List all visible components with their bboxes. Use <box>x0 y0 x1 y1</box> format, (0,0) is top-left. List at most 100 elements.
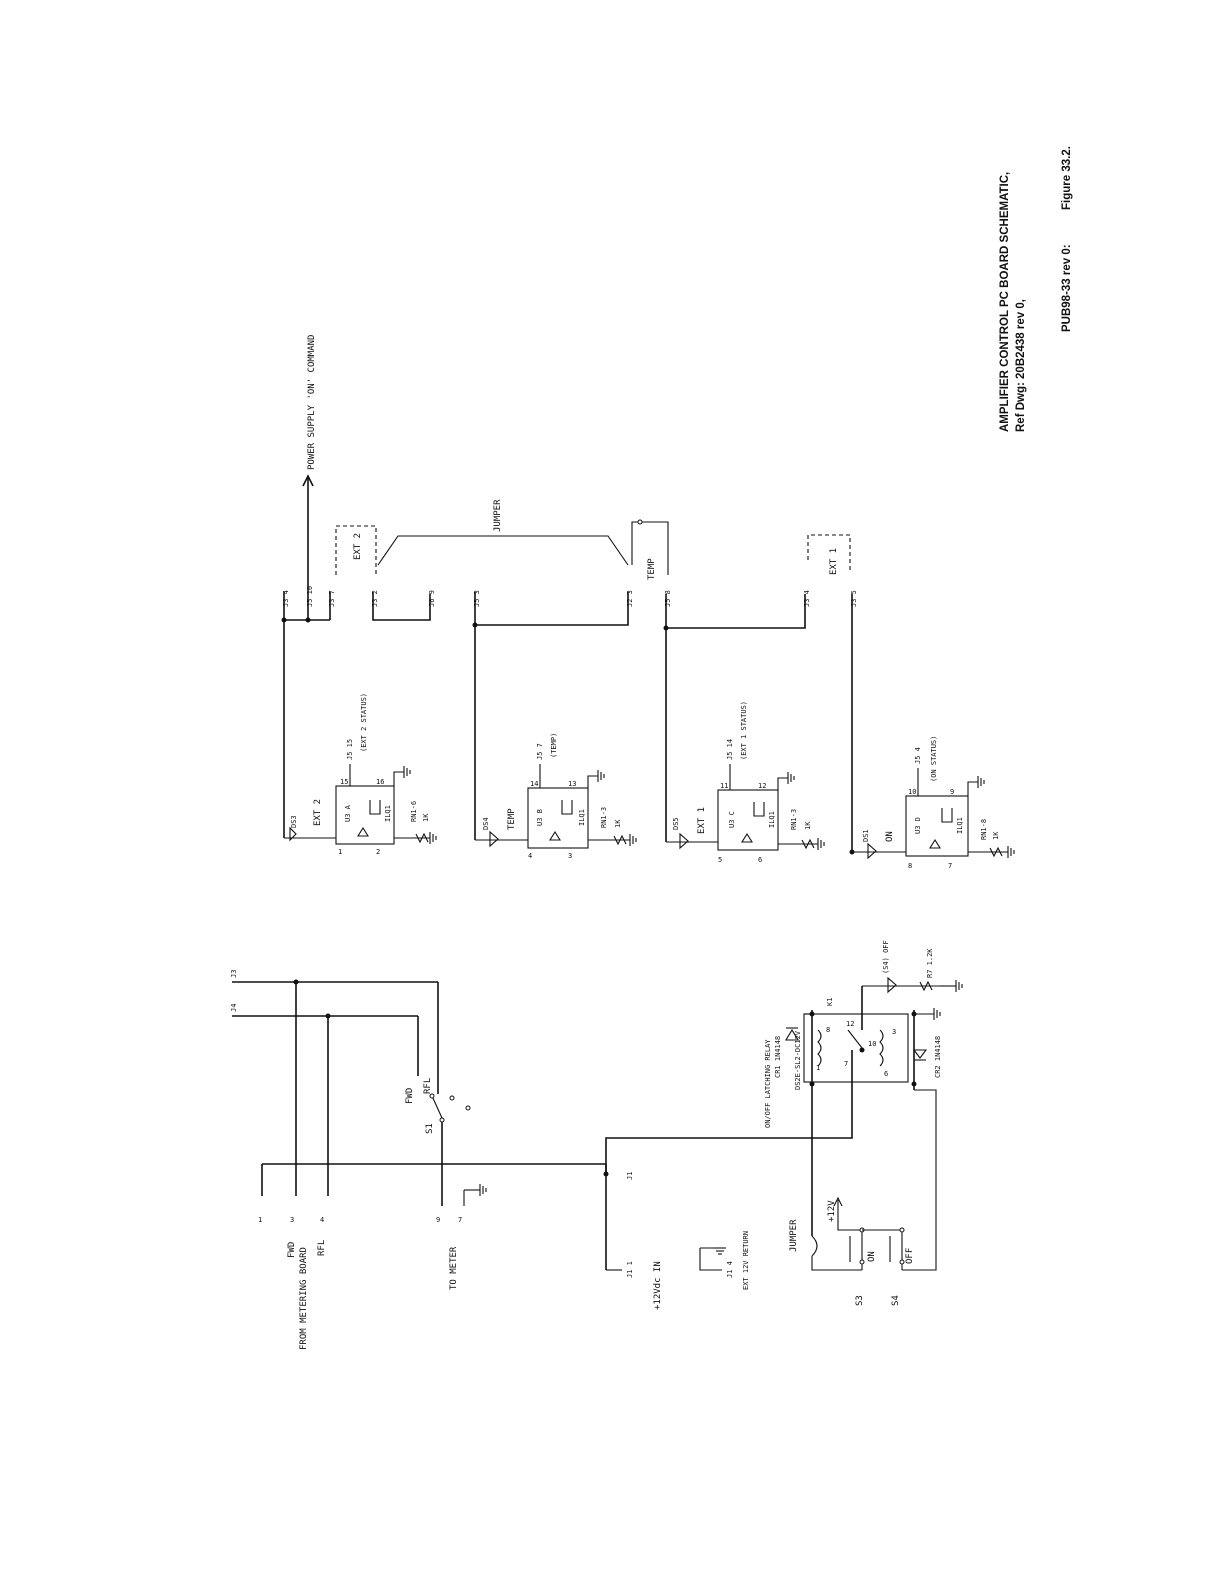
opto-temp-led: DS4 <box>482 817 490 830</box>
fwd-label: FWD <box>287 1242 297 1258</box>
to-meter-label: TO METER <box>449 1246 459 1290</box>
caption-ref: Ref Dwg: 20B2438 rev 0, <box>1015 299 1027 432</box>
opto-ext1-pin-c: 11 <box>720 782 728 790</box>
switch-s1-label: S1 <box>425 1123 435 1134</box>
temp-bus-label: TEMP <box>647 558 657 580</box>
relay-pin-12: 12 <box>846 1020 854 1028</box>
opto-on-pin-b: 7 <box>948 862 952 870</box>
conn-j3-4b: J3 4 <box>803 590 811 607</box>
opto-ext2-pin-d: 16 <box>376 778 384 786</box>
opto-on-out: (ON STATUS) <box>930 736 938 782</box>
optocoupler-temp: U3 B ILQ1 DS4 TEMP (TEMP) J5 7 RN1-3 1K … <box>475 733 630 860</box>
opto-ext2-pin-c: 15 <box>340 778 348 786</box>
latching-relay: ON/OFF LATCHING RELAY DS2E-SL2-DC12V K1 … <box>764 940 963 1200</box>
conn-j4-top: J4 <box>230 1004 238 1012</box>
jumper-label: JUMPER <box>493 499 503 532</box>
opto-ext1-name: EXT 1 <box>697 807 707 834</box>
opto-ext1-val: 1K <box>804 821 812 830</box>
button-s4-label: S4 <box>891 1295 901 1306</box>
opto-ext1-out: (EXT 1 STATUS) <box>740 701 748 760</box>
opto-ext2-led: DS3 <box>290 815 298 828</box>
caption-pub: PUB98-33 rev 0: <box>1061 244 1073 332</box>
from-metering-label: FROM METERING BOARD <box>299 1247 309 1350</box>
figure-caption: AMPLIFIER CONTROL PC BOARD SCHEMATIC, Re… <box>999 146 1073 432</box>
conn-j5-10: J5 10 <box>306 586 314 607</box>
conn-j3-5: J3 5 <box>850 590 858 607</box>
ext2-bus-label: EXT 2 <box>353 533 363 560</box>
relay-title: ON/OFF LATCHING RELAY <box>764 1039 772 1128</box>
opto-temp-pin-a: 4 <box>528 852 532 860</box>
opto-ext1-conn: J5 14 <box>726 739 734 760</box>
opto-on-name: ON <box>885 831 895 842</box>
j1-top-conn: J1 <box>626 1172 634 1180</box>
bus-labels: POWER SUPPLY 'ON' COMMAND EXT 2 JUMPER T… <box>282 335 858 607</box>
switch-rfl-label: RFL <box>423 1078 433 1094</box>
opto-temp-name: TEMP <box>507 808 517 830</box>
supply-conn: J1 1 <box>626 1261 634 1278</box>
opto-ext1-pin-a: 5 <box>718 856 722 864</box>
button-jumper-label: JUMPER <box>789 1219 799 1252</box>
button-s3-label: S3 <box>855 1295 865 1306</box>
relay-pin-8: 8 <box>826 1026 830 1034</box>
opto-ext1-pin-b: 6 <box>758 856 762 864</box>
opto-on-part: ILQ1 <box>956 817 964 834</box>
caption-title: AMPLIFIER CONTROL PC BOARD SCHEMATIC, <box>999 172 1011 432</box>
opto-temp-ref: U3 B <box>536 809 544 826</box>
meter-pin-4: 4 <box>320 1216 324 1224</box>
opto-ext1-pin-d: 12 <box>758 782 766 790</box>
relay-pin-10: 10 <box>868 1040 876 1048</box>
meter-pin-3: 3 <box>290 1216 294 1224</box>
switch-fwd-label: FWD <box>405 1088 415 1104</box>
opto-on-pin-d: 9 <box>950 788 954 796</box>
opto-ext2-name: EXT 2 <box>313 799 323 826</box>
power-supply-on-label: POWER SUPPLY 'ON' COMMAND <box>307 335 317 470</box>
relay-ref: K1 <box>826 998 834 1006</box>
ground-label: EXT 12V RETURN <box>742 1231 750 1290</box>
optocoupler-on: U3 D ILQ1 DS1 ON (ON STATUS) J5 4 RN1-8 … <box>849 736 1008 870</box>
conn-j2-3: J2 3 <box>626 590 634 607</box>
opto-ext1-ref: U3 C <box>728 811 736 828</box>
opto-on-ref: U3 D <box>914 817 922 834</box>
opto-temp-part: ILQ1 <box>578 809 586 826</box>
relay-pin-3: 3 <box>892 1028 896 1036</box>
caption-figure: Figure 33.2. <box>1061 146 1073 210</box>
relay-diode1: CR1 1N4148 <box>774 1036 782 1078</box>
ext1-bus-label: EXT 1 <box>829 548 839 575</box>
relay-part: DS2E-SL2-DC12V <box>794 1030 802 1090</box>
opto-on-res: RN1-8 <box>980 819 988 840</box>
opto-ext1-led: DS5 <box>672 817 680 830</box>
relay-pin-6: 6 <box>884 1070 888 1078</box>
button-s3-on: ON <box>867 1251 877 1262</box>
opto-on-pin-a: 8 <box>908 862 912 870</box>
opto-temp-pin-b: 3 <box>568 852 572 860</box>
opto-ext2-out: (EXT 2 STATUS) <box>360 693 368 752</box>
opto-ext2-pin-a: 1 <box>338 848 342 856</box>
opto-on-led: DS1 <box>862 829 870 842</box>
opto-ext2-val: 1K <box>422 813 430 822</box>
opto-temp-out: (TEMP) <box>550 733 558 758</box>
relay-diode2: CR2 1N4148 <box>934 1036 942 1078</box>
opto-ext2-res: RN1-6 <box>410 801 418 822</box>
opto-temp-pin-c: 14 <box>530 780 538 788</box>
opto-on-pin-c: 10 <box>908 788 916 796</box>
opto-ext1-res: RN1-3 <box>790 809 798 830</box>
opto-temp-conn: J5 7 <box>536 743 544 760</box>
conn-j3-7: J3 7 <box>328 590 336 607</box>
ground-conn: J1 4 <box>726 1261 734 1278</box>
to-meter-pin-7: 7 <box>458 1216 462 1224</box>
status-bus-wiring <box>281 474 853 852</box>
relay-off-led: (S4) OFF <box>882 940 890 974</box>
opto-ext1-part: ILQ1 <box>768 811 776 828</box>
button-12v-label: +12V <box>827 1200 837 1222</box>
conn-j3-2: J3 2 <box>371 590 379 607</box>
conn-j3-top: J3 <box>230 970 238 978</box>
relay-off-res: R7 1.2K <box>926 948 934 978</box>
opto-temp-pin-d: 13 <box>568 780 576 788</box>
ground-symbols <box>403 766 1015 858</box>
conn-j3-4: J3 4 <box>282 590 290 607</box>
optocoupler-ext1: U3 C ILQ1 DS5 EXT 1 (EXT 1 STATUS) J5 14… <box>666 701 818 864</box>
opto-on-conn: J5 4 <box>914 747 922 764</box>
rfl-label: RFL <box>317 1240 327 1256</box>
opto-ext2-ref: U3 A <box>344 804 352 822</box>
